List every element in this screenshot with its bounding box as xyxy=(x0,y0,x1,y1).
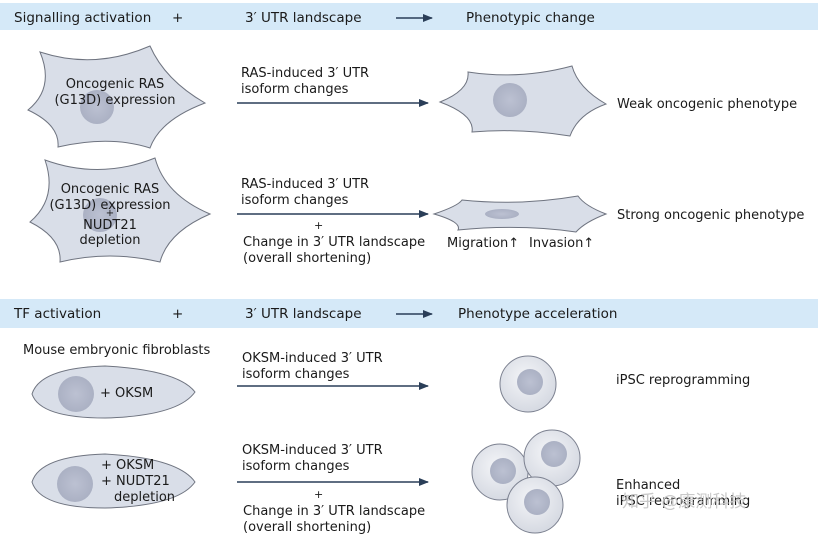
header-phenotypic-change: Phenotypic change xyxy=(466,10,595,26)
oksm-arrow-row2-label-l4: (overall shortening) xyxy=(243,520,372,535)
oksm-arrow-row1-label-l1: OKSM-induced 3′ UTR xyxy=(242,351,383,366)
weak-phenotype-label: Weak oncogenic phenotype xyxy=(617,97,798,112)
header-utr-landscape-top: 3′ UTR landscape xyxy=(245,10,362,26)
ras-nudt21-label-l5: depletion xyxy=(79,233,141,248)
mef-cell-row2-label-l1: + OKSM xyxy=(101,458,155,473)
header-utr-landscape-bottom: 3′ UTR landscape xyxy=(245,306,362,322)
mef-cell-row1-nucleus xyxy=(58,376,94,412)
ras-arrow-row2-label-l1: RAS-induced 3′ UTR xyxy=(241,177,370,192)
oksm-arrow-row2-label-l2: isoform changes xyxy=(242,459,350,474)
header-signalling-activation: Signalling activation xyxy=(14,10,152,26)
ras-arrow-row2-plus: + xyxy=(314,219,324,232)
ras-cell-row1 xyxy=(27,45,207,149)
header-phenotype-acceleration: Phenotype acceleration xyxy=(458,306,618,322)
strong-phenotype-cell xyxy=(432,195,608,233)
mef-cell-row2-label-l2: + NUDT21 xyxy=(101,474,170,489)
enhanced-ipsc-label-l1: Enhanced xyxy=(616,478,681,493)
watermark: 知乎 @康测科技 xyxy=(622,492,747,512)
migration-label: Migration↑ xyxy=(447,236,520,251)
ras-cell-row1-label-l1: Oncogenic RAS xyxy=(65,77,165,92)
strong-phenotype-nucleus xyxy=(485,209,519,219)
ipsc-cell-nucleus xyxy=(517,369,543,395)
mef-cell-row2-label-l3: depletion xyxy=(114,490,176,505)
ras-nudt21-label-l3: + xyxy=(105,208,115,219)
ras-cell-row1-nucleus xyxy=(80,90,114,124)
ras-nudt21-label-l4: NUDT21 xyxy=(83,218,137,233)
header-tf-activation: TF activation xyxy=(14,306,102,322)
ipsc-reprogramming-label: iPSC reprogramming xyxy=(616,373,751,388)
header-plus-top: + xyxy=(172,10,184,26)
oksm-arrow-row1-label-l2: isoform changes xyxy=(242,367,350,382)
header-plus-bottom: + xyxy=(172,306,184,322)
ras-nudt21-cell-row2 xyxy=(29,157,212,263)
top-header-band xyxy=(0,3,818,30)
ipsc-cluster-nucleus-3 xyxy=(524,489,550,515)
mef-cell-row2-nucleus xyxy=(57,466,93,502)
strong-phenotype-label: Strong oncogenic phenotype xyxy=(617,208,805,223)
ras-nudt21-cell-nucleus xyxy=(83,198,117,232)
ras-arrow-row1-label-l1: RAS-induced 3′ UTR xyxy=(241,66,370,81)
ras-arrow-row1-label-l2: isoform changes xyxy=(241,82,349,97)
ras-nudt21-label-l2: (G13D) expression xyxy=(49,198,171,213)
ipsc-cluster-nucleus-2 xyxy=(541,441,567,467)
weak-phenotype-nucleus xyxy=(493,83,527,117)
ras-arrow-row2-label-l2: isoform changes xyxy=(241,193,349,208)
invasion-label: Invasion↑ xyxy=(529,236,595,251)
ras-nudt21-label-l1: Oncogenic RAS xyxy=(60,182,160,197)
ras-arrow-row2-label-l3: Change in 3′ UTR landscape xyxy=(243,235,426,250)
oksm-arrow-row2-plus: + xyxy=(314,488,324,501)
ipsc-cluster-nucleus-1 xyxy=(490,458,516,484)
oksm-arrow-row2-label-l1: OKSM-induced 3′ UTR xyxy=(242,443,383,458)
ras-arrow-row2-label-l4: (overall shortening) xyxy=(243,251,372,266)
oksm-arrow-row2-label-l3: Change in 3′ UTR landscape xyxy=(243,504,426,519)
mef-cell-row1-label: + OKSM xyxy=(100,386,154,401)
mef-section-label: Mouse embryonic fibroblasts xyxy=(23,343,211,358)
enhanced-ipsc-label-l2: iPSC reprogramming xyxy=(616,494,751,509)
ras-cell-row1-label-l2: (G13D) expression xyxy=(54,93,176,108)
